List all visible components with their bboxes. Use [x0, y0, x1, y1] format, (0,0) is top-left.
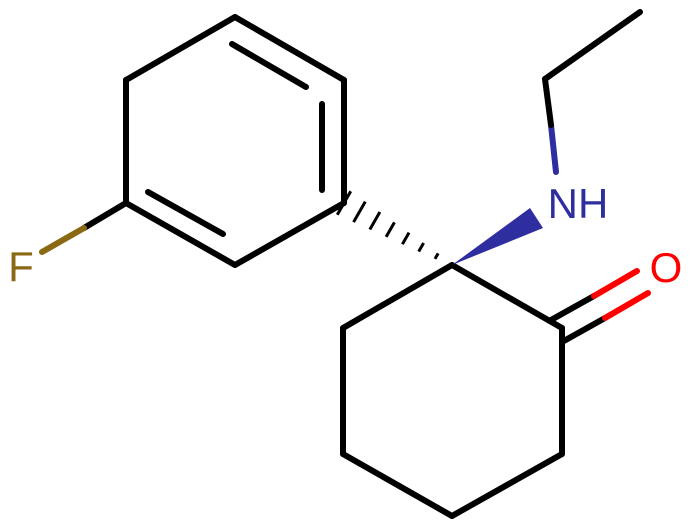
hash-line — [384, 221, 396, 238]
solid-wedge-bond — [452, 208, 543, 265]
ring-double-bond — [229, 41, 309, 90]
ring-double-bond — [145, 189, 226, 237]
n-bond-segment — [548, 122, 559, 175]
hash-line — [433, 252, 440, 260]
ring-bond — [123, 14, 238, 83]
o-bond-segment — [602, 290, 651, 321]
ring-bond — [123, 200, 238, 268]
c-f-bond — [39, 200, 129, 255]
ring-bond — [232, 200, 347, 268]
hash-line — [352, 200, 367, 223]
ring-bond — [340, 451, 455, 519]
hash-line — [368, 211, 382, 231]
carbonyl-bond — [548, 268, 651, 345]
ring-bond — [232, 14, 347, 83]
ring-bond — [449, 451, 565, 519]
oxygen-label: O — [650, 244, 683, 291]
ring-bond — [449, 262, 565, 331]
nitrogen-label: NH — [548, 180, 609, 227]
hashed-wedge-bond — [335, 190, 455, 268]
ring-bond — [340, 262, 455, 331]
cyclohexanone-ring — [340, 262, 565, 519]
hash-line — [401, 231, 411, 245]
ethyl-group — [542, 9, 643, 175]
f-bond-segment — [39, 225, 87, 255]
phenyl-ring — [123, 14, 347, 268]
hash-line — [417, 242, 425, 253]
fluorine-label: F — [8, 243, 34, 290]
hash-line — [335, 190, 353, 216]
o-bond-segment — [591, 268, 640, 299]
